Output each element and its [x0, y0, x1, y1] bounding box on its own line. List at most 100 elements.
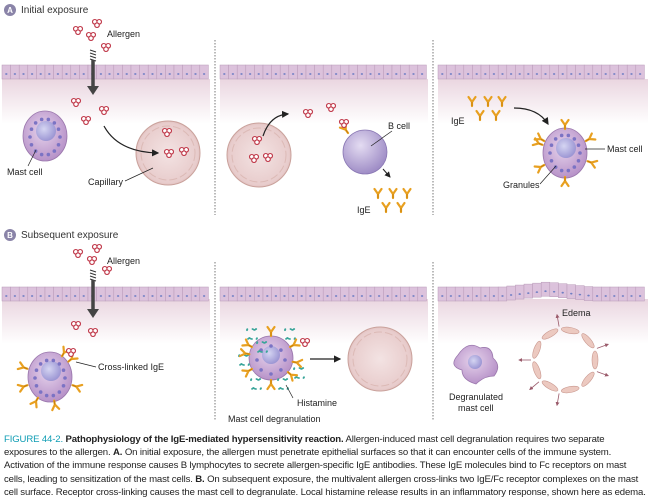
epithelial-cell [626, 64, 637, 80]
epithelial-cell [635, 286, 645, 302]
ige-receptor [266, 378, 276, 391]
epithelial-cell [382, 64, 393, 80]
epithelial-cell [454, 64, 465, 80]
granule [58, 135, 62, 139]
b-cell [338, 118, 388, 175]
granule [34, 368, 39, 372]
epithelial-cell [262, 286, 273, 302]
ige-receptor [560, 175, 570, 188]
granule [269, 344, 273, 348]
epithelial-cell [471, 64, 482, 80]
granule [51, 393, 56, 398]
granule [57, 390, 62, 394]
epithelial-cell [70, 286, 80, 302]
epithelial-cell [279, 64, 290, 80]
ige-receptor [585, 156, 599, 169]
ige-receptor [16, 361, 30, 374]
granule [259, 368, 263, 372]
arrow-into-capillary [103, 125, 160, 157]
granule [46, 152, 51, 157]
granule [29, 143, 34, 147]
epithelial-cell [480, 286, 491, 302]
epithelial-cell [348, 64, 359, 80]
endothelial-cell [541, 328, 559, 340]
epithelial-cell [35, 64, 46, 80]
ige-receptor [70, 380, 84, 393]
epithelial-cell [288, 286, 298, 302]
epithelial-cell [271, 286, 281, 302]
epithelial-cell [600, 286, 611, 302]
epithelial-cell [523, 283, 534, 299]
label-mast-cell-a1: Mast cell [7, 167, 43, 177]
endothelial-cell [561, 385, 580, 394]
granule [46, 117, 51, 122]
epithelial-cell [228, 64, 238, 80]
caption-a-text: On initial exposure, the allergen must p… [4, 447, 627, 485]
granule [51, 358, 56, 363]
epithelial-cell [635, 64, 645, 80]
epithelial-cell [446, 64, 456, 80]
epithelial-cell [199, 286, 209, 302]
granule [572, 165, 577, 169]
epithelial-cell [113, 286, 123, 302]
granule [38, 362, 43, 366]
epithelial-cell [164, 286, 175, 302]
section-b-badge: B [4, 229, 16, 241]
epithelial-cell [514, 64, 525, 80]
granule [283, 358, 287, 362]
epithelial-cell [626, 286, 637, 302]
epithelial-cell [339, 64, 350, 80]
label-ige-a3: IgE [451, 116, 465, 126]
epithelial-cell [609, 64, 620, 80]
ige-receptor [16, 380, 30, 393]
epithelial-cell [96, 64, 106, 80]
granule [34, 384, 39, 388]
pathophysiology-diagram: Allergen Mast cell Capillary B cell [1, 18, 648, 424]
epithelial-cell [156, 286, 166, 302]
epithelial-cell [532, 64, 542, 80]
epithelial-cell [532, 282, 542, 298]
degranulated-mast-cell [453, 344, 499, 385]
epithelial-cell [592, 286, 602, 302]
epithelial-cell [566, 64, 577, 80]
granule [566, 133, 571, 138]
arrow-out-of-capillary [262, 110, 290, 137]
epithelial-cell [113, 64, 123, 80]
epithelial-cell [314, 64, 324, 80]
epithelial-cell [391, 286, 402, 302]
capillary-a1 [135, 120, 201, 186]
epithelial-cell [618, 64, 628, 80]
epithelial-cell [400, 64, 410, 80]
epithelial-cell [600, 64, 611, 80]
epithelial-cell [10, 286, 20, 302]
granule [553, 165, 558, 169]
epithelium-panel-b3-edema [437, 281, 648, 344]
epithelial-cell [566, 284, 577, 300]
epithelial-cell [190, 286, 201, 302]
epithelial-cell [18, 64, 29, 80]
endothelial-cell [532, 361, 542, 380]
granule [44, 393, 49, 398]
epithelial-cell [44, 64, 55, 80]
epithelial-cell [156, 64, 166, 80]
epithelial-cell [228, 286, 238, 302]
granule [61, 368, 66, 372]
caption-b-text: On subsequent exposure, the multivalent … [4, 473, 646, 498]
epithelial-cell [480, 64, 491, 80]
section-a-header: A Initial exposure [4, 4, 88, 16]
epithelial-cell [357, 64, 367, 80]
granule [578, 151, 582, 155]
epithelial-cell [618, 286, 628, 302]
epithelial-cell [549, 64, 559, 80]
epithelial-cell [121, 64, 132, 80]
epithelial-cell [173, 64, 184, 80]
epithelial-cell [296, 64, 307, 80]
histamine-cloud [246, 328, 258, 340]
label-cross-linked-ige: Cross-linked IgE [98, 362, 164, 372]
epithelial-cell [382, 286, 393, 302]
granule [572, 137, 577, 141]
epithelial-cell [130, 64, 141, 80]
mast-cell-a1 [22, 110, 68, 162]
granule [39, 117, 44, 122]
epithelial-cell [182, 286, 192, 302]
